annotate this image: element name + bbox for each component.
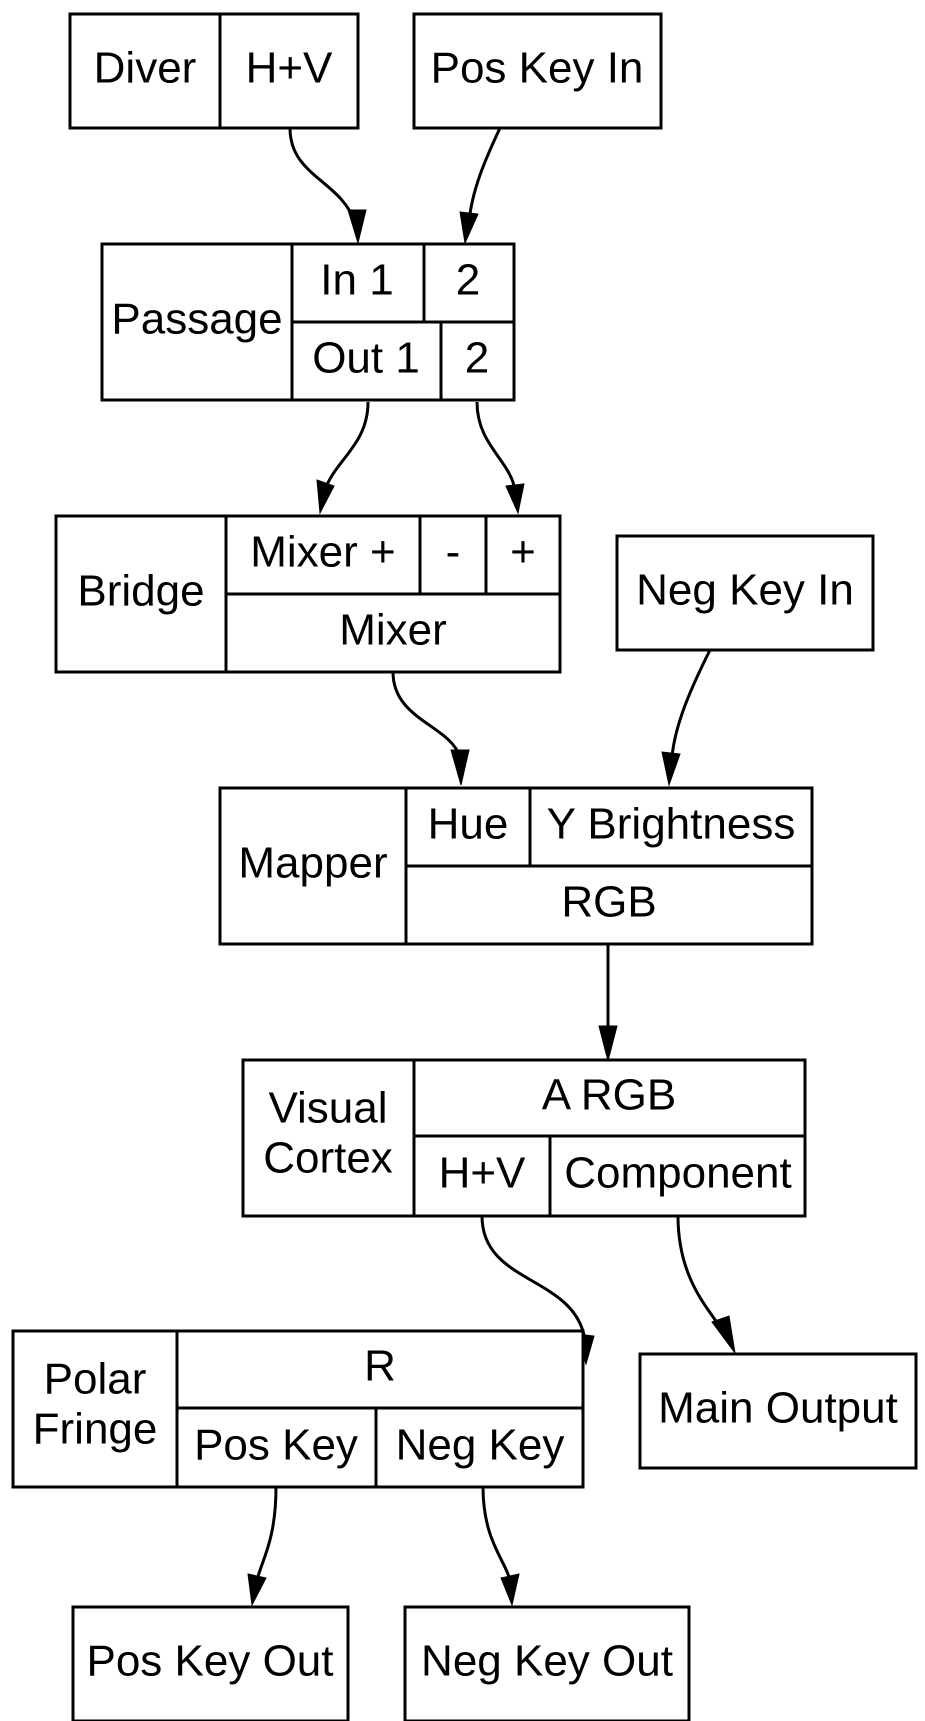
passage-out1: Out 1	[312, 334, 420, 383]
visual-cortex-a-rgb: A RGB	[542, 1071, 677, 1120]
arrowhead-passage-2	[459, 211, 479, 245]
arrowhead-mapper-ybrightness	[661, 751, 681, 787]
bridge-mixer-plus: Mixer +	[250, 528, 395, 577]
node-bridge: Bridge Mixer + - + Mixer	[54, 514, 562, 674]
edge-visualcortex-hv-to-polarfringe-r	[480, 1215, 587, 1341]
edge-poskeyin-to-passage-2	[467, 127, 502, 223]
visual-cortex-hv: H+V	[439, 1149, 526, 1198]
node-diver: Diver H+V	[68, 12, 360, 130]
node-pos-key-in: Pos Key In	[412, 12, 663, 130]
node-main-output: Main Output	[638, 1352, 918, 1470]
edge-diver-to-passage-in1	[288, 127, 357, 223]
node-visual-cortex: Visual Cortex A RGB H+V Component	[241, 1058, 807, 1218]
pos-key-in-label: Pos Key In	[431, 44, 644, 93]
main-output-label: Main Output	[658, 1384, 898, 1433]
diver-port-hv: H+V	[246, 44, 333, 93]
node-passage: Passage In 1 2 Out 1 2	[100, 242, 516, 402]
visual-cortex-component: Component	[564, 1149, 791, 1198]
visual-cortex-name-line2: Cortex	[263, 1134, 393, 1183]
arrowhead-mapper-hue	[450, 749, 470, 786]
arrowhead-visualcortex-argb	[598, 1025, 618, 1062]
arrowhead-negkeyout	[500, 1573, 520, 1607]
neg-key-in-label: Neg Key In	[636, 566, 854, 615]
edges	[247, 127, 736, 1607]
arrowhead-passage-in1	[347, 209, 367, 245]
passage-name: Passage	[111, 295, 282, 344]
mapper-rgb: RGB	[561, 878, 656, 927]
edge-passage-2-to-bridge-plus	[475, 401, 517, 491]
node-mapper: Mapper Hue Y Brightness RGB	[218, 786, 814, 946]
polar-fringe-name-line2: Fringe	[33, 1405, 158, 1454]
mapper-name: Mapper	[238, 839, 387, 888]
node-neg-key-out: Neg Key Out	[403, 1605, 691, 1721]
pos-key-out-label: Pos Key Out	[86, 1637, 333, 1686]
arrowhead-bridge-plus	[505, 483, 525, 515]
arrowhead-bridge-mixerplus	[316, 479, 335, 515]
passage-in2: 2	[456, 256, 480, 305]
passage-out2: 2	[465, 334, 489, 383]
edge-passage-out1-to-bridge-mixerplus	[323, 401, 370, 491]
diver-name: Diver	[94, 44, 197, 93]
passage-in1: In 1	[320, 256, 393, 305]
bridge-name: Bridge	[77, 567, 204, 616]
bridge-mixer: Mixer	[339, 606, 447, 655]
edge-visualcortex-component-to-mainoutput	[676, 1215, 724, 1331]
polar-fringe-r: R	[364, 1342, 396, 1391]
node-pos-key-out: Pos Key Out	[71, 1605, 350, 1721]
arrowhead-mainoutput	[711, 1315, 736, 1354]
edge-negkeyin-to-mapper-ybrightness	[670, 649, 712, 758]
edge-polarfringe-poskey-to-poskeyout	[255, 1486, 278, 1581]
mapper-y-brightness: Y Brightness	[547, 800, 796, 849]
visual-cortex-name-line1: Visual	[268, 1084, 387, 1133]
node-neg-key-in: Neg Key In	[615, 534, 875, 652]
bridge-minus: -	[446, 528, 461, 577]
polar-fringe-neg-key: Neg Key	[396, 1421, 565, 1470]
mapper-hue: Hue	[428, 800, 509, 849]
polar-fringe-name-line1: Polar	[44, 1355, 147, 1404]
edge-bridge-mixer-to-mapper-hue	[391, 671, 462, 758]
edge-polarfringe-negkey-to-negkeyout	[481, 1486, 512, 1581]
neg-key-out-label: Neg Key Out	[421, 1637, 673, 1686]
bridge-plus: +	[510, 528, 536, 577]
node-polar-fringe: Polar Fringe R Pos Key Neg Key	[11, 1329, 585, 1489]
polar-fringe-pos-key: Pos Key	[194, 1421, 358, 1470]
arrowhead-poskeyout	[247, 1573, 267, 1607]
